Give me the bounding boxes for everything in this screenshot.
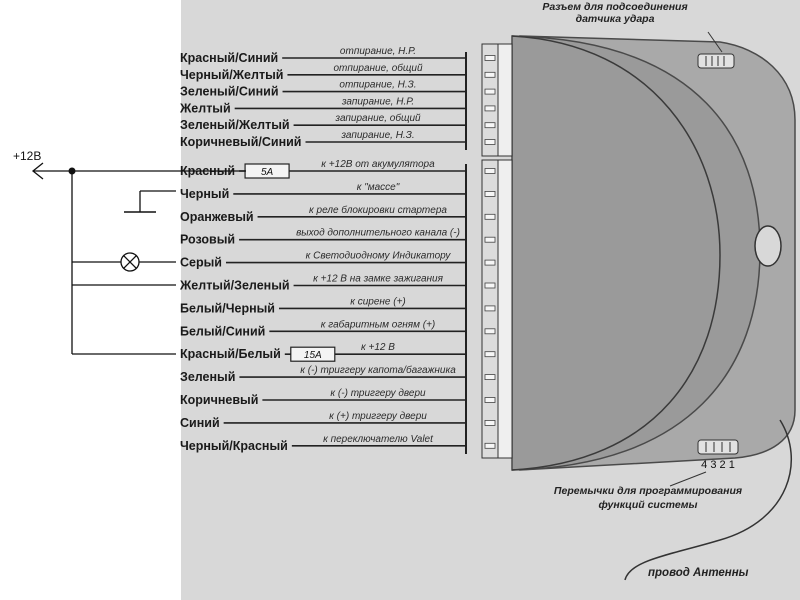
mounting-hole xyxy=(754,225,782,267)
shock-sensor-note-line2: датчика удара xyxy=(576,13,655,25)
connector-pin xyxy=(484,351,496,358)
lower-wire-function: выход дополнительного канала (-) xyxy=(296,228,460,239)
lower-connector-plug xyxy=(497,159,513,459)
connector-pin xyxy=(484,122,496,129)
fuse-label: 5А xyxy=(261,167,274,178)
lower-wire-label: Оранжевый xyxy=(180,210,254,224)
shock-sensor-pointer xyxy=(707,31,723,53)
upper-wire-label: Коричневый/Синий xyxy=(180,135,302,149)
antenna-label: провод Антенны xyxy=(648,567,749,579)
ground-symbol-icon xyxy=(124,190,176,213)
wires: Красный/Синий отпирание, Н.Р. Черный/Желты… xyxy=(179,46,496,453)
upper-wire-label: Зеленый/Синий xyxy=(180,85,279,99)
lower-wire-label: Красный/Белый xyxy=(180,347,281,361)
shock-sensor-connector xyxy=(697,53,735,69)
lower-wire-function: к +12В от акумулятора xyxy=(321,159,435,170)
upper-wire-label: Красный/Синий xyxy=(180,51,278,65)
lower-wire-function: к сирене (+) xyxy=(350,296,406,307)
lower-wire-function: к Светодиодному Индикатору xyxy=(306,251,452,262)
lower-wire-function: к (-) триггеру капота/багажника xyxy=(300,364,456,376)
connector-pin xyxy=(484,236,496,243)
connector-pin xyxy=(484,55,496,61)
connector-pin xyxy=(484,397,496,403)
connector-pin xyxy=(484,328,496,335)
upper-wire-function: отпирание, Н.З. xyxy=(339,80,416,91)
lower-wire-label: Желтый/Зеленый xyxy=(179,279,290,293)
shock-sensor-note-line1: Разъем для подсоединения xyxy=(542,1,687,13)
upper-wire-label: Зеленый/Желтый xyxy=(180,118,290,132)
lower-wire-label: Белый/Синий xyxy=(180,324,265,338)
jumper-note-line1: Перемычки для программирования xyxy=(554,485,742,497)
connector-pin xyxy=(484,419,496,426)
upper-wire-label: Черный/Желтый xyxy=(180,68,283,82)
fuse-box xyxy=(290,346,336,362)
connector-pin xyxy=(484,282,496,289)
lower-wire-function: к +12 В на замке зажигания xyxy=(313,274,444,285)
lower-wire-function: к +12 В xyxy=(361,342,395,353)
lower-wire-label: Серый xyxy=(180,256,222,270)
upper-wire-function: запирание, Н.З. xyxy=(340,130,414,141)
connector-pin xyxy=(484,374,496,381)
lower-wire-label: Зеленый xyxy=(180,370,235,384)
lower-wire-function: к "массе" xyxy=(357,182,400,193)
connector-pin xyxy=(484,105,496,112)
upper-wire-label: Желтый xyxy=(179,101,231,115)
connector-pin xyxy=(484,213,496,220)
programming-jumpers xyxy=(697,439,739,455)
lamp-icon xyxy=(120,252,140,272)
connector-pin xyxy=(484,139,496,145)
upper-wire-function: запирание, общий xyxy=(334,112,421,124)
control-unit-dome-inner xyxy=(511,35,721,471)
antenna-wire xyxy=(624,419,793,581)
lower-wire-function: к (+) триггеру двери xyxy=(329,411,427,422)
jumper-note-line2: функций системы xyxy=(599,499,698,511)
upper-wire-function: отпирание, общий xyxy=(333,62,423,74)
connector-pin xyxy=(484,190,496,197)
connector-pin xyxy=(484,168,496,174)
control-unit xyxy=(511,31,796,581)
lower-wire-function: к (-) триггеру двери xyxy=(330,388,426,399)
lower-wire-function: к реле блокировки стартера xyxy=(309,204,447,216)
upper-wire-function: отпирание, Н.Р. xyxy=(340,46,416,57)
connector-pin xyxy=(484,71,496,78)
lower-wire-label: Черный xyxy=(180,187,229,201)
lower-wire-label: Розовый xyxy=(180,233,235,247)
upper-wire-function: запирание, Н.Р. xyxy=(341,96,414,107)
lower-wire-label: Синий xyxy=(180,416,220,430)
lower-wire-function: к переключателю Valet xyxy=(323,434,434,445)
connector-pin xyxy=(484,442,496,449)
upper-connector-plug xyxy=(497,43,513,157)
jumper-pointer xyxy=(669,471,707,487)
fuse-label: 15А xyxy=(304,350,322,361)
connector-pin xyxy=(484,259,496,266)
supply-label: +12В xyxy=(13,149,41,163)
jumper-numbers: 4 3 2 1 xyxy=(701,459,735,471)
lower-wire-function: к габаритным огням (+) xyxy=(321,318,436,330)
connector-pin xyxy=(484,88,496,95)
lower-wire-label: Коричневый xyxy=(180,393,258,407)
connector-pin xyxy=(484,305,496,312)
lower-wire-label: Белый/Черный xyxy=(180,301,275,315)
lower-wire-label: Черный/Красный xyxy=(180,439,288,453)
power-schematic: +12В xyxy=(13,149,246,355)
supply-arrow-icon xyxy=(31,162,44,180)
